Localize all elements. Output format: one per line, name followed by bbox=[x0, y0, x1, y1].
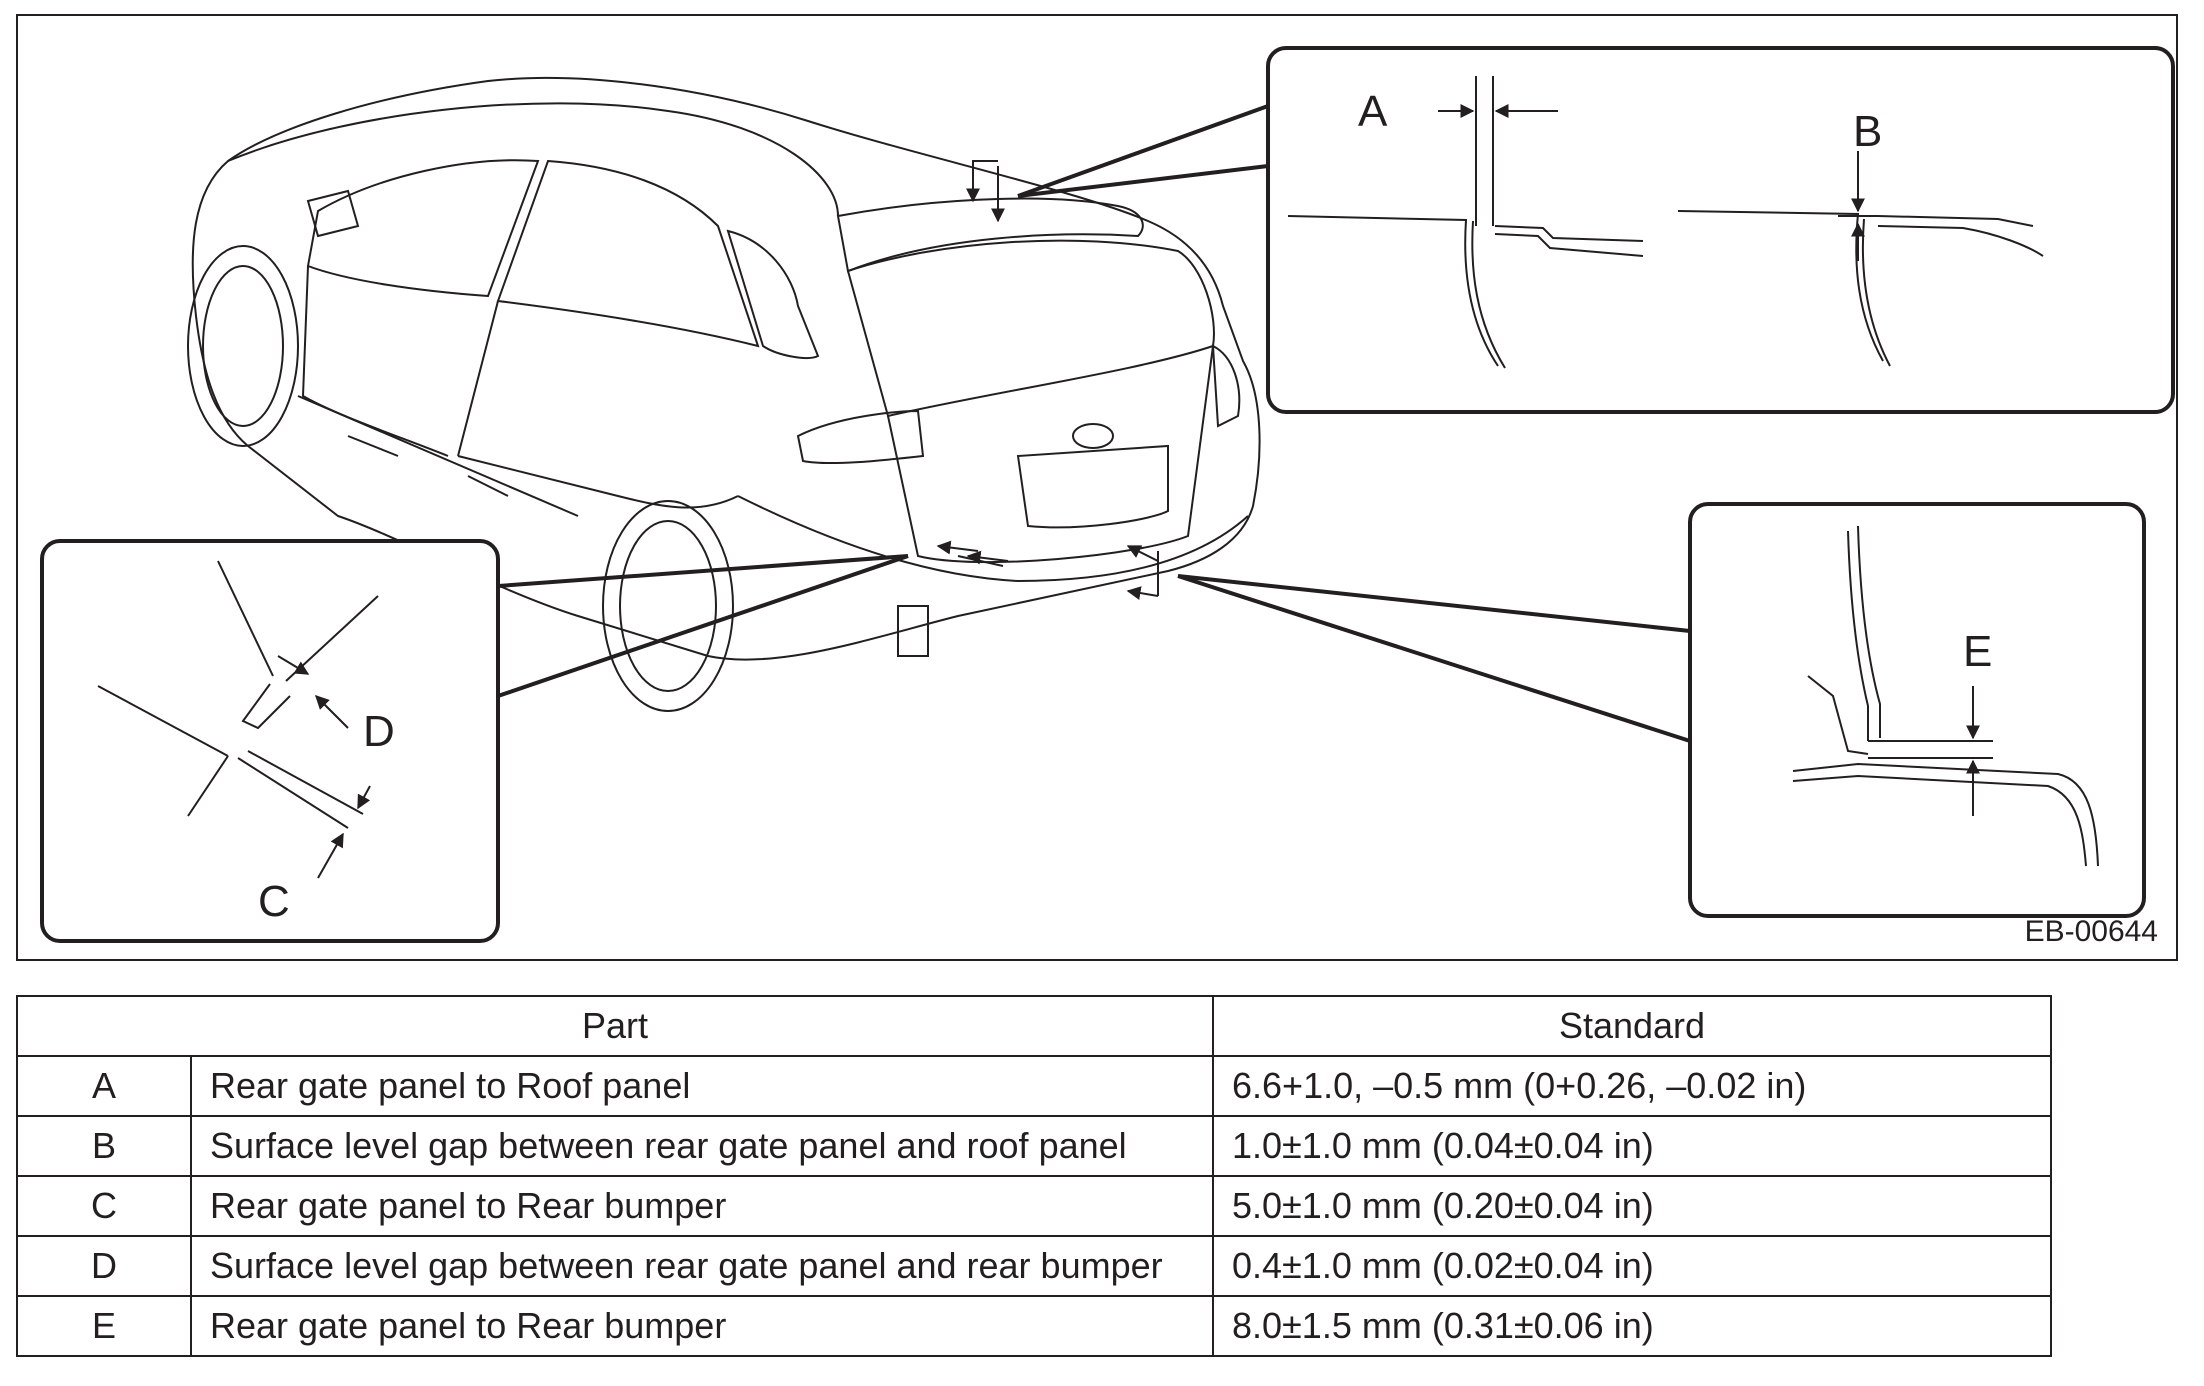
detail-e-drawing bbox=[1792, 525, 2099, 867]
table-row: B Surface level gap between rear gate pa… bbox=[16, 1115, 2052, 1177]
detail-inset-e bbox=[1688, 502, 2146, 918]
callout-c: C bbox=[258, 877, 290, 926]
callout-b: B bbox=[1853, 107, 1882, 156]
row-code: E bbox=[16, 1295, 192, 1357]
detail-inset-a-b bbox=[1266, 46, 2175, 414]
vehicle-line-art bbox=[187, 76, 1261, 712]
row-part: Rear gate panel to Rear bumper bbox=[190, 1295, 1214, 1357]
row-part: Surface level gap between rear gate pane… bbox=[190, 1235, 1214, 1297]
row-part: Rear gate panel to Rear bumper bbox=[190, 1175, 1214, 1237]
leader-lines bbox=[497, 104, 1691, 743]
section-markers bbox=[936, 160, 1159, 600]
figure-panel: A B C D E EB-00644 bbox=[16, 14, 2178, 961]
detail-a-b-drawing bbox=[1287, 76, 2044, 369]
clearance-spec-table: Part Standard A Rear gate panel to Roof … bbox=[16, 995, 2052, 1357]
table-row: A Rear gate panel to Roof panel 6.6+1.0,… bbox=[16, 1055, 2052, 1117]
row-part: Rear gate panel to Roof panel bbox=[190, 1055, 1214, 1117]
figure-id: EB-00644 bbox=[2024, 915, 2158, 948]
detail-inset-c-d bbox=[40, 539, 500, 943]
header-standard: Standard bbox=[1212, 995, 2052, 1057]
row-part: Surface level gap between rear gate pane… bbox=[190, 1115, 1214, 1177]
row-code: C bbox=[16, 1175, 192, 1237]
detail-insets bbox=[40, 46, 2175, 943]
row-code: A bbox=[16, 1055, 192, 1117]
row-code: D bbox=[16, 1235, 192, 1297]
callout-e: E bbox=[1963, 627, 1992, 676]
row-standard: 0.4±1.0 mm (0.02±0.04 in) bbox=[1212, 1235, 2052, 1297]
table-row: E Rear gate panel to Rear bumper 8.0±1.5… bbox=[16, 1295, 2052, 1357]
row-standard: 5.0±1.0 mm (0.20±0.04 in) bbox=[1212, 1175, 2052, 1237]
row-standard: 8.0±1.5 mm (0.31±0.06 in) bbox=[1212, 1295, 2052, 1357]
detail-c-d-drawing bbox=[97, 560, 379, 879]
table-header-row: Part Standard bbox=[16, 995, 2052, 1057]
row-standard: 1.0±1.0 mm (0.04±0.04 in) bbox=[1212, 1115, 2052, 1177]
callout-d: D bbox=[363, 707, 395, 756]
row-code: B bbox=[16, 1115, 192, 1177]
table-row: D Surface level gap between rear gate pa… bbox=[16, 1235, 2052, 1297]
callout-a: A bbox=[1358, 87, 1388, 136]
rear-gate-clearance-diagram: A B C D E bbox=[40, 46, 2175, 943]
header-part: Part bbox=[16, 995, 1214, 1057]
table-row: C Rear gate panel to Rear bumper 5.0±1.0… bbox=[16, 1175, 2052, 1237]
row-standard: 6.6+1.0, –0.5 mm (0+0.26, –0.02 in) bbox=[1212, 1055, 2052, 1117]
